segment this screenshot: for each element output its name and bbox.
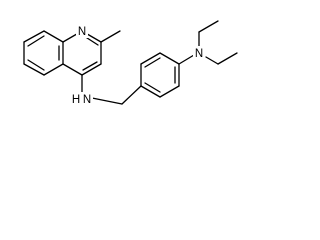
label-bg — [193, 46, 205, 60]
amine-hydrogen-label: H — [72, 94, 80, 106]
bond — [91, 97, 123, 105]
bond — [121, 85, 142, 105]
bond — [100, 30, 121, 43]
bond — [159, 85, 180, 98]
bond-double — [27, 59, 45, 71]
bond — [205, 56, 219, 65]
bond-lines — [23, 20, 238, 105]
label-bg — [71, 92, 93, 106]
bond — [140, 52, 161, 65]
label-bg — [76, 24, 88, 38]
bond — [159, 52, 180, 65]
bond-double — [27, 35, 45, 47]
bond — [23, 63, 45, 76]
chemical-structure-diagram: N H N N — [23, 20, 238, 106]
atom-labels: N H N N — [71, 24, 205, 106]
bond — [198, 20, 219, 33]
diethylamino-nitrogen-label: N — [195, 48, 203, 60]
amine-nitrogen-label: N — [83, 94, 91, 106]
bond — [217, 52, 238, 65]
bond — [43, 63, 64, 76]
bond — [140, 85, 161, 98]
bond-double — [82, 61, 98, 71]
bond-double — [144, 57, 161, 68]
quinoline-nitrogen-label: N — [78, 26, 86, 38]
bond — [23, 30, 45, 43]
bond — [81, 63, 102, 76]
bond — [62, 63, 83, 76]
bond-double — [144, 82, 161, 93]
bond — [43, 30, 64, 43]
bond — [178, 54, 195, 65]
